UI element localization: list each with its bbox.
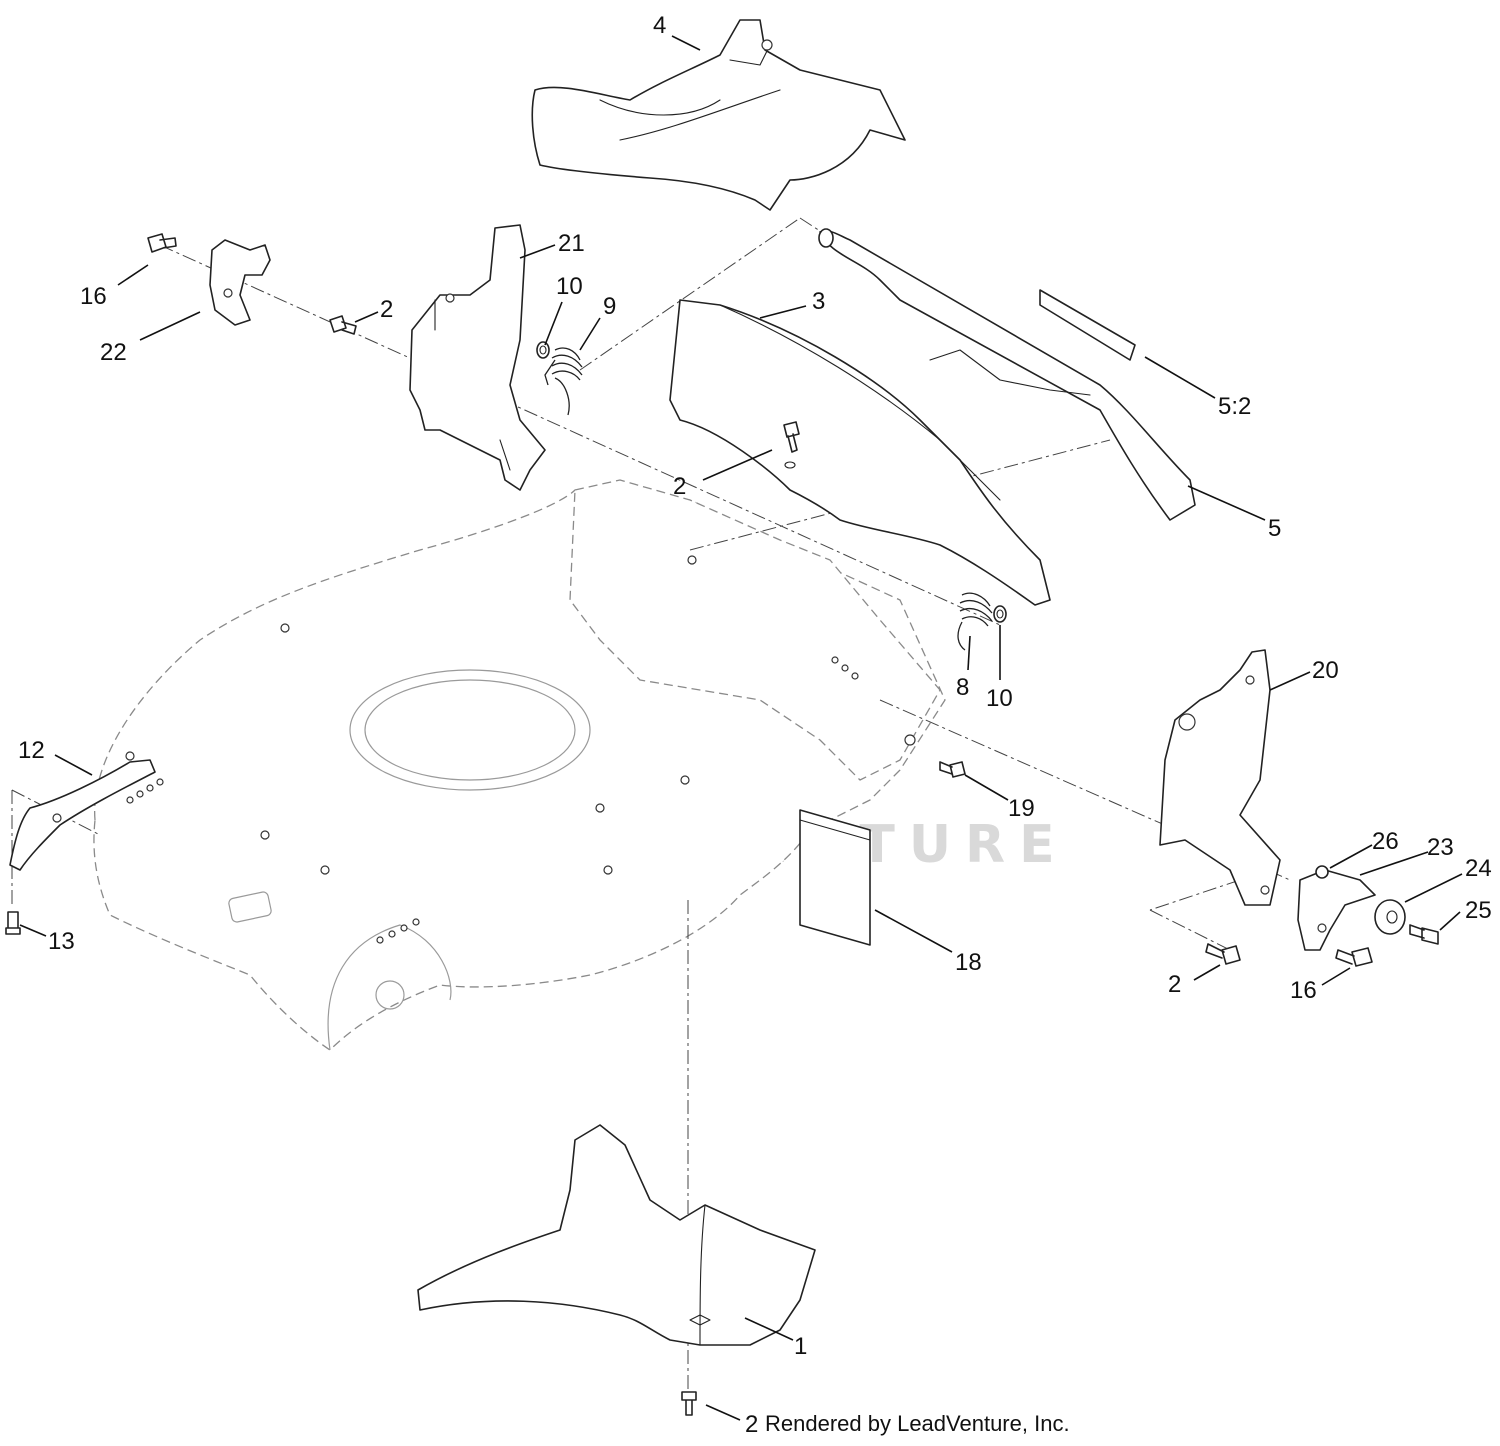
callout-26: 26 [1372,828,1399,855]
mower-deck [93,479,946,1051]
callout-2-center: 2 [673,473,686,500]
part-10-washer-lower [993,605,1007,623]
callout-23: 23 [1427,834,1454,861]
callout-labels: 4 21 16 22 2 10 9 3 5:2 2 5 20 8 10 12 1… [18,12,1492,1438]
callout-2-upper-left: 2 [380,296,393,323]
callout-16-lower: 16 [1290,977,1317,1004]
part-16-bolt-lower [1335,947,1373,967]
callout-18: 18 [955,949,982,976]
part-24-wheel [1374,899,1406,935]
part-19-screw [939,761,966,778]
deck-bolt-holes [260,555,916,875]
callout-1: 1 [794,1333,807,1360]
callout-12: 12 [18,737,45,764]
part-20-right-hinge-bracket [1159,649,1281,906]
part-10-washer-upper [536,341,550,359]
callout-10-upper: 10 [556,273,583,300]
leader-lines [19,35,1463,1421]
callout-24: 24 [1465,855,1492,882]
deck-brand-plate [228,891,272,923]
part-2-bolt-bottom [681,1391,697,1416]
part-22-small-bracket [209,239,271,326]
deck-front-wheel-well [327,924,452,1051]
deck-rear-housing [569,479,941,781]
part-8-spring [957,592,993,651]
callout-16-upper: 16 [80,283,107,310]
deck-blade-opening-inner [364,679,576,781]
callout-2-right: 2 [1168,971,1181,998]
part-21-left-hinge-bracket [409,224,546,491]
callout-25: 25 [1465,897,1492,924]
callout-9: 9 [603,293,616,320]
part-16-bolt-upper [147,233,177,253]
part-3-rear-flap [669,299,1051,606]
part-13-bolt [5,911,21,935]
callout-5-2: 5:2 [1218,393,1251,420]
callout-13: 13 [48,928,75,955]
deck-blade-opening [349,669,591,791]
part-25-bolt [1409,924,1439,945]
part-12-height-adjuster [9,751,156,871]
callout-20: 20 [1312,657,1339,684]
part-1-lower-discharge [417,1124,816,1346]
callout-10-lower: 10 [986,685,1013,712]
part-5-2-decal [1039,289,1136,361]
part-2-bolt-upper-left [329,315,357,335]
part-4-discharge-chute [531,19,906,211]
callout-5: 5 [1268,515,1281,542]
part-9-spring [544,347,583,416]
part-2-bolt-center [783,421,800,469]
part-5-rod [818,228,1196,521]
part-23-bracket [1297,869,1376,951]
callout-21: 21 [558,230,585,257]
render-credit: Rendered by LeadVenture, Inc. [765,1411,1070,1436]
deck-wheel-hub [375,980,405,1010]
deck-height-notches [126,656,859,944]
callout-8: 8 [956,674,969,701]
part-26-bolt [1315,865,1329,879]
part-18-rear-curtain [799,809,871,946]
callout-19: 19 [1008,795,1035,822]
part-2-bolt-right [1205,943,1241,965]
callout-4: 4 [653,12,666,39]
callout-2-bottom: 2 [745,1411,758,1438]
callout-3: 3 [812,288,825,315]
callout-22: 22 [100,339,127,366]
